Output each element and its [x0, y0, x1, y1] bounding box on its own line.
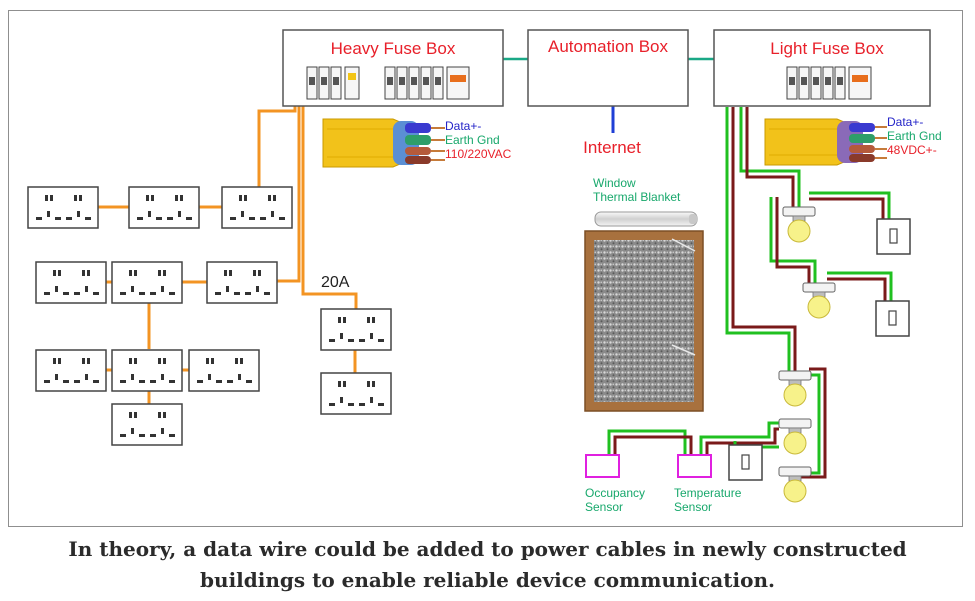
light-bulb-5 [778, 466, 812, 503]
light-legend-voltage: 48VDC+- [887, 143, 937, 157]
temperature-sensor-label-1: Temperature [674, 486, 742, 500]
light-switch-3[interactable] [728, 444, 763, 481]
socket-11[interactable] [188, 349, 260, 392]
light-bulb-3 [778, 370, 812, 407]
light-bulb-2 [802, 282, 836, 319]
socket-4[interactable] [35, 261, 107, 304]
occupancy-sensor-label-2: Sensor [585, 500, 623, 514]
light-legend-earth: Earth Gnd [887, 129, 942, 143]
automation-box[interactable]: Automation Box [527, 29, 689, 107]
socket-5[interactable] [111, 261, 183, 304]
caption-line-2: buildings to enable reliable device comm… [200, 568, 775, 592]
light-legend-data: Data+- [887, 115, 923, 129]
caption-line-1: In theory, a data wire could be added to… [68, 537, 907, 561]
occupancy-sensor-label-1: Occupancy [585, 486, 645, 500]
socket-2[interactable] [128, 186, 200, 229]
light-bulbs [778, 206, 836, 503]
temperature-sensor-label-2: Sensor [674, 500, 712, 514]
heavy-legend-earth: Earth Gnd [445, 133, 500, 147]
internet-label: Internet [583, 138, 641, 157]
socket-10[interactable] [111, 349, 183, 392]
light-cable-illustration [764, 118, 887, 166]
window-thermal-blanket [584, 230, 704, 412]
socket-9[interactable] [35, 349, 107, 392]
automation-box-label: Automation Box [548, 37, 669, 56]
thermal-blanket-roll [594, 211, 698, 227]
heavy-fuse-box[interactable]: Heavy Fuse Box [282, 29, 504, 107]
window-label-line2: Thermal Blanket [593, 190, 681, 204]
heavy-legend-voltage: 110/220VAC [445, 147, 512, 161]
light-bulb-1 [782, 206, 816, 243]
heavy-legend-data: Data+- [445, 119, 481, 133]
window-label-line1: Window [593, 176, 636, 190]
heavy-fuse-box-label: Heavy Fuse Box [331, 39, 456, 58]
socket-12[interactable] [111, 403, 183, 446]
power-sockets [27, 186, 392, 446]
socket-8[interactable] [320, 372, 392, 415]
socket-7[interactable] [320, 308, 392, 351]
light-circuit-wiring [607, 107, 893, 479]
temperature-sensor[interactable] [677, 454, 712, 478]
occupancy-sensor[interactable] [585, 454, 620, 478]
diagram-frame: Heavy Fuse Box Automation Box Internet L… [8, 10, 963, 527]
socket-1[interactable] [27, 186, 99, 229]
socket-6[interactable] [206, 261, 278, 304]
light-fuse-box[interactable]: Light Fuse Box [713, 29, 931, 107]
light-switch-1[interactable] [876, 218, 911, 255]
heavy-circuit-wiring [95, 106, 358, 404]
light-fuse-box-label: Light Fuse Box [770, 39, 884, 58]
socket-3[interactable] [221, 186, 293, 229]
light-switch-2[interactable] [875, 300, 910, 337]
heavy-cable-illustration [322, 118, 445, 168]
light-bulb-4 [778, 418, 812, 455]
wiring-diagram: Heavy Fuse Box Automation Box Internet L… [27, 29, 942, 514]
circuit-rating-label: 20A [321, 274, 350, 291]
